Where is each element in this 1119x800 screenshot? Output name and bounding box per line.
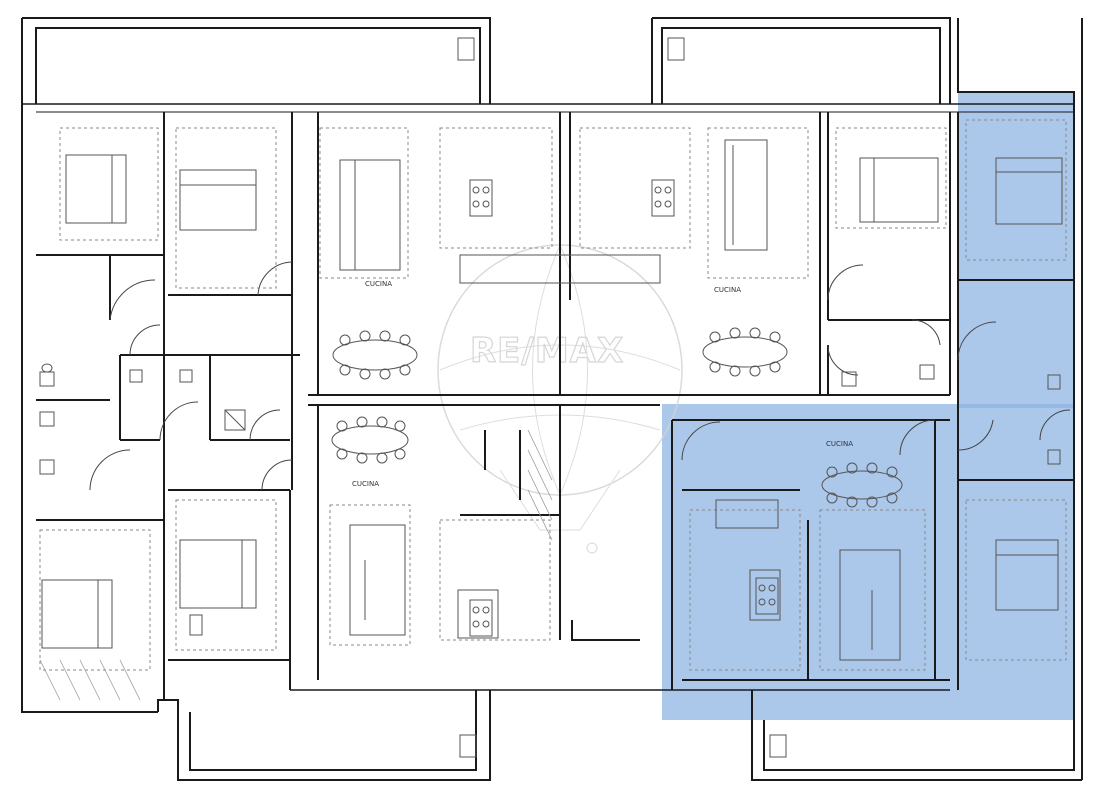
room-label: CUCINA (826, 440, 853, 448)
bed-icon (995, 539, 1059, 611)
bed-icon (859, 157, 939, 223)
toilet-icon (39, 411, 55, 427)
toilet-icon (1047, 449, 1061, 465)
balcony-fixture-icon (459, 734, 477, 758)
bathroom-fixtures (39, 37, 1061, 758)
bed-icon (179, 539, 257, 609)
toilet-icon (39, 459, 55, 475)
highlighted-unit[interactable] (662, 92, 1074, 720)
kitchen-island-icon (749, 569, 781, 621)
sink-icon (179, 369, 193, 383)
dining-table-icon (331, 416, 409, 464)
bed-icon (995, 157, 1063, 225)
stair-hatch (39, 429, 553, 701)
sofa-icon (339, 159, 401, 271)
balcony-fixture-icon (457, 37, 475, 61)
cooktop-icon (651, 179, 675, 217)
kitchen-island-icon (459, 254, 661, 284)
cooktop-icon (755, 577, 779, 615)
watermark-text: RE/MAX (470, 331, 624, 371)
shower-icon (841, 371, 857, 387)
balcony-fixture-icon (769, 734, 787, 758)
bed-icon (65, 154, 127, 224)
shower-icon (224, 409, 246, 431)
beds (41, 154, 1063, 649)
dashed-outlines (39, 119, 1067, 671)
sink-icon (129, 369, 143, 383)
highlight-area-upper (958, 92, 1074, 408)
toilet-icon (39, 363, 55, 387)
kitchen-island-icon (457, 589, 499, 639)
interior-walls (36, 112, 1074, 700)
sink-icon (189, 614, 203, 636)
toilet-icon (1047, 374, 1061, 390)
sofa-icon (839, 549, 901, 661)
room-label: CUCINA (714, 286, 741, 294)
registered-mark-icon (586, 542, 598, 554)
balcony-fixture-icon (667, 37, 685, 61)
cooktops (469, 179, 779, 637)
dining-table-icon (702, 327, 788, 377)
shower-icon (919, 364, 935, 380)
sofa-icon (349, 524, 406, 636)
dining-tables (331, 327, 903, 508)
bed-icon (41, 579, 113, 649)
kitchen-island-icon (715, 499, 779, 529)
dining-table-icon (821, 462, 903, 508)
cooktop-icon (469, 599, 493, 637)
sofa-icon (724, 139, 768, 251)
door-swings (89, 261, 1071, 491)
dining-table-icon (332, 330, 418, 380)
room-label: CUCINA (365, 280, 392, 288)
highlight-area-lower (662, 404, 1074, 720)
bed-icon (179, 169, 257, 231)
room-label: CUCINA (352, 480, 379, 488)
living-furniture (339, 139, 901, 661)
cooktop-icon (469, 179, 493, 217)
outer-walls (21, 17, 1083, 781)
